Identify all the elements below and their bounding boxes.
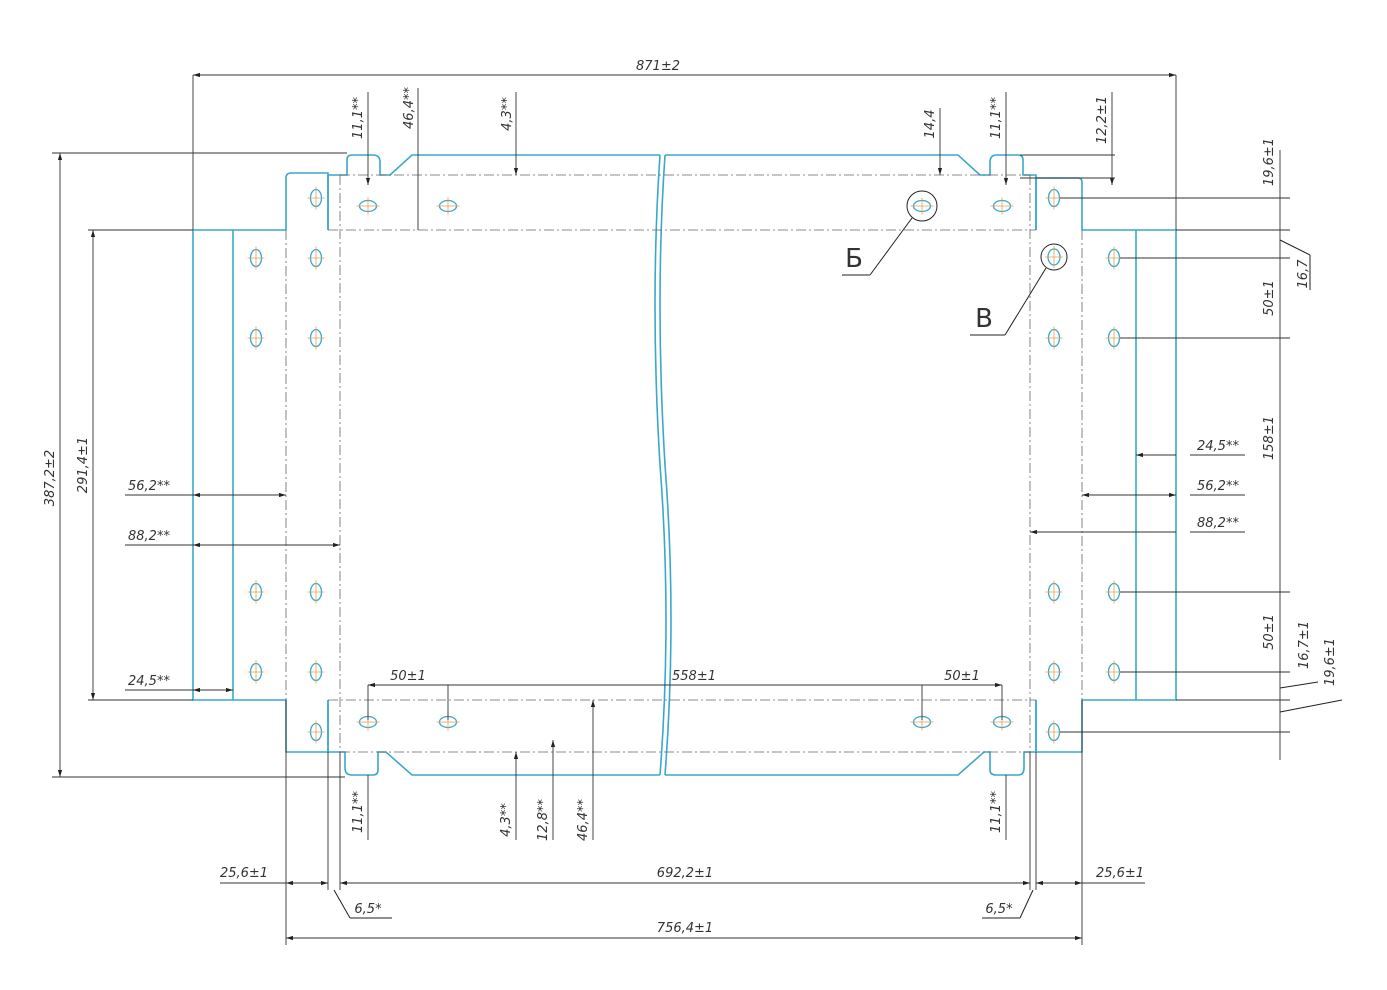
top-strip-left	[327, 154, 660, 230]
dim-50-bottom-left: 50±1	[390, 669, 426, 684]
dim-756-4: 756,4±1	[657, 921, 713, 936]
dim-11-1-bottom-right: 11,1**	[989, 791, 1004, 833]
dim-11-1-top-left: 11,1**	[351, 97, 366, 139]
dim-25-6-right: 25,6±1	[1096, 866, 1144, 881]
dim-56-2-right: 56,2**	[1197, 479, 1239, 494]
dim-16-7-bottom: 16,7±1	[1297, 621, 1312, 669]
dimension-labels: 871±2 387,2±2 291,4±1 11,1** 46,4** 4,3*…	[43, 59, 1338, 936]
dim-12-2: 12,2±1	[1095, 96, 1110, 144]
dim-692-2: 692,2±1	[657, 866, 713, 881]
top-strip-right	[665, 154, 1037, 230]
dim-overall-height: 387,2±2	[43, 450, 58, 506]
dim-inner-height: 291,4±1	[76, 437, 91, 493]
dim-14-4: 14,4	[923, 110, 938, 139]
dim-6-5-left: 6,5*	[354, 902, 382, 917]
dim-25-6-left: 25,6±1	[220, 866, 268, 881]
dim-12-8: 12,8**	[536, 799, 551, 841]
dim-50-right-top: 50±1	[1262, 280, 1277, 316]
dim-50-bottom-right: 50±1	[944, 669, 980, 684]
dim-4-3-top: 4,3**	[500, 97, 515, 131]
dim-overall-width: 871±2	[636, 59, 680, 74]
dim-558: 558±1	[672, 669, 716, 684]
dim-46-4-top: 46,4**	[402, 87, 417, 129]
bottom-strip-left	[327, 700, 660, 776]
bend-lines	[285, 174, 1083, 753]
callout-detail-v: В	[975, 304, 993, 334]
dim-19-6-bottom: 19,6±1	[1323, 638, 1338, 686]
dim-88-2-left: 88,2**	[128, 529, 170, 544]
dim-6-5-right: 6,5*	[985, 902, 1013, 917]
dimension-lines	[52, 72, 1343, 945]
bottom-strip-right	[665, 700, 1037, 776]
dim-56-2-left: 56,2**	[128, 479, 170, 494]
dim-19-6-top: 19,6±1	[1262, 138, 1277, 186]
dim-11-1-bottom-left: 11,1**	[351, 791, 366, 833]
mounting-holes	[247, 186, 1123, 744]
dim-88-2-right: 88,2**	[1197, 516, 1239, 531]
dim-4-3-bottom: 4,3**	[499, 803, 514, 837]
dim-50-right-bottom: 50±1	[1262, 614, 1277, 650]
dim-24-5-left: 24,5**	[128, 674, 170, 689]
dim-158: 158±1	[1262, 416, 1277, 460]
callout-detail-b: Б	[845, 244, 863, 274]
dim-16-7-top: 16,7	[1296, 259, 1311, 289]
dim-11-1-top-right: 11,1**	[989, 97, 1004, 139]
dim-24-5-right: 24,5**	[1197, 439, 1239, 454]
left-flange	[192, 172, 329, 753]
dim-46-4-bottom: 46,4**	[576, 799, 591, 841]
